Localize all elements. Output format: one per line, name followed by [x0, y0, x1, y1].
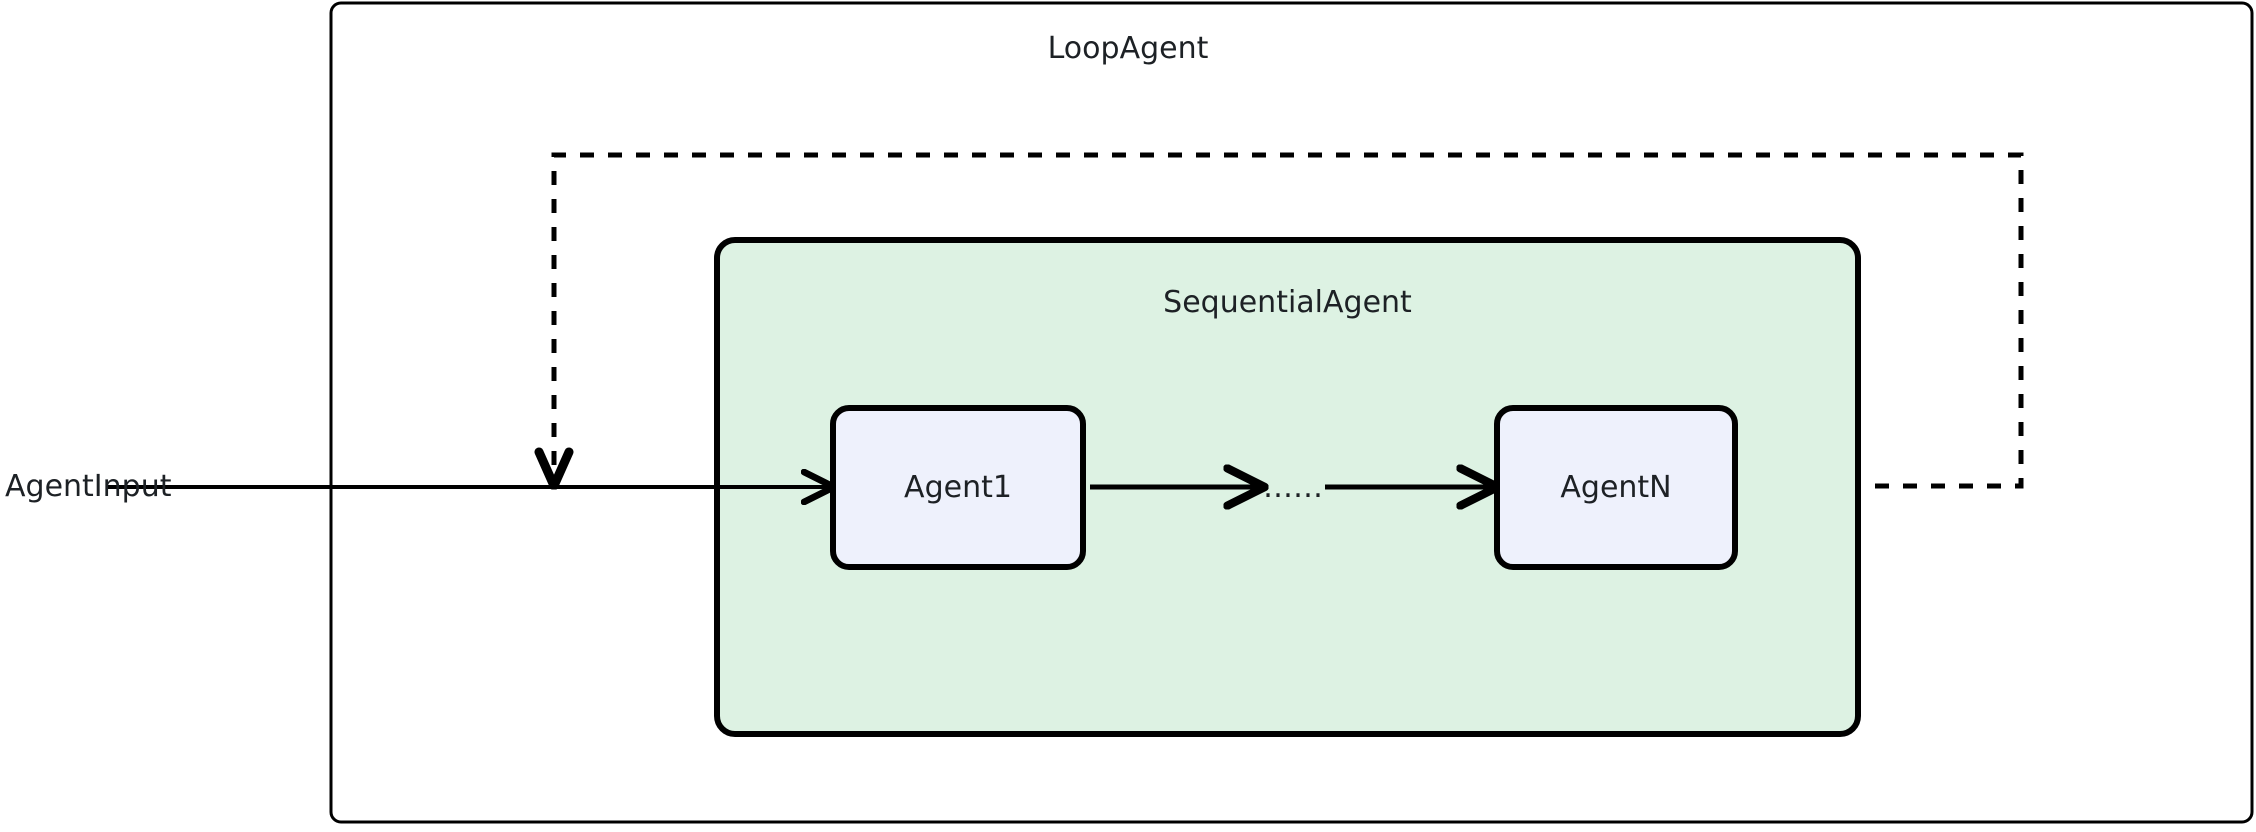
loop-back-edge	[554, 152, 2024, 486]
agent1-node[interactable]	[830, 405, 1086, 570]
agent-input-label: AgentInput	[5, 469, 172, 504]
agentn-node[interactable]	[1494, 405, 1738, 570]
agent1-label: Agent1	[904, 470, 1012, 505]
loop-agent-title: LoopAgent	[1047, 31, 1209, 66]
sequential-agent-title: SequentialAgent	[1163, 285, 1412, 320]
ellipsis-label: ……	[1263, 470, 1323, 505]
agentn-label: AgentN	[1560, 470, 1672, 505]
